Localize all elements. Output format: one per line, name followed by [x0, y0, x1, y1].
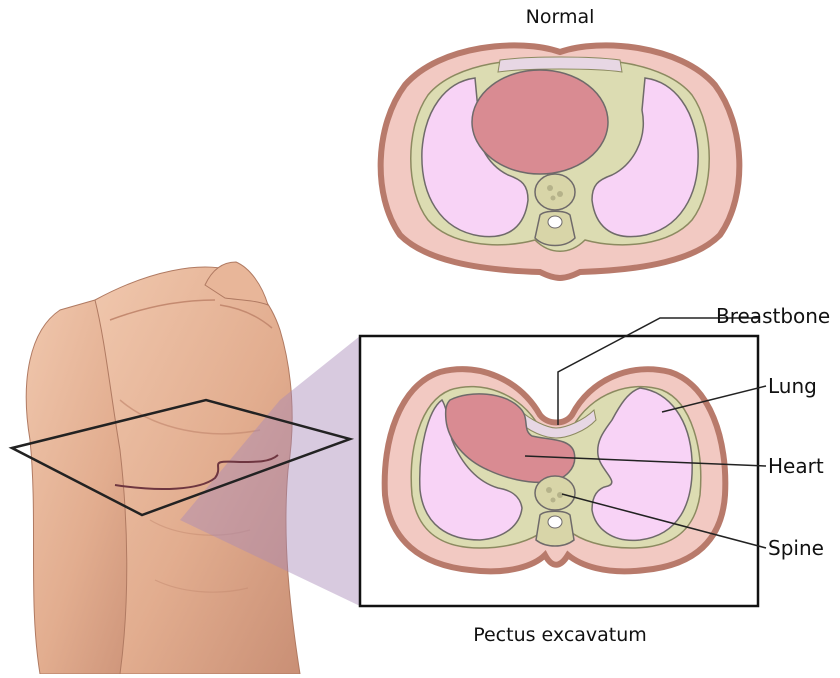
title-pectus-excavatum: Pectus excavatum: [420, 626, 700, 645]
title-normal: Normal: [505, 8, 615, 27]
normal-heart: [472, 70, 608, 174]
label-heart: Heart: [768, 456, 824, 476]
label-lung: Lung: [768, 376, 817, 396]
label-breastbone: Breastbone: [716, 306, 830, 326]
cross-section-normal: [381, 45, 740, 278]
label-spine: Spine: [768, 538, 824, 558]
